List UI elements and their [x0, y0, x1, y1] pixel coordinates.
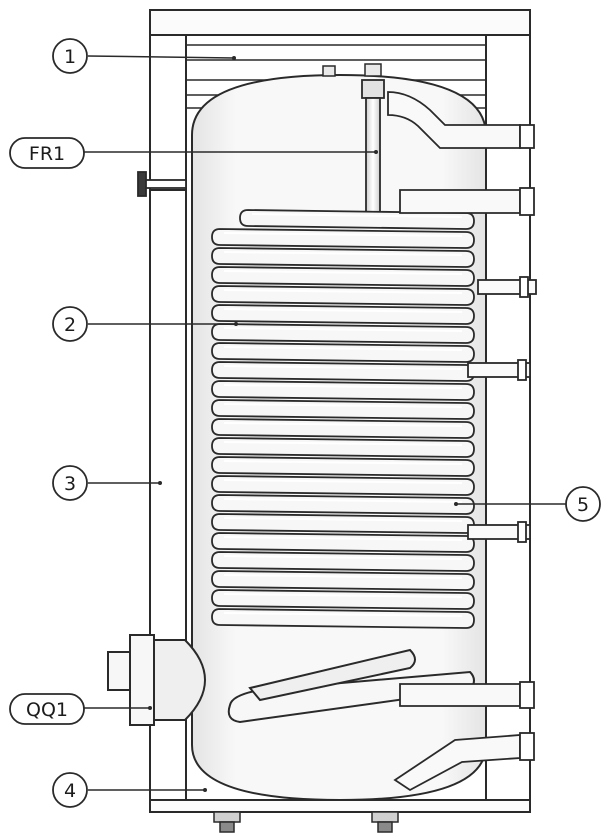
- callout-text-5: 5: [577, 494, 589, 516]
- coil-turn-highlight: [223, 251, 463, 256]
- inspection-flange-qq1: [107, 634, 207, 726]
- coil-turn-highlight: [223, 232, 463, 237]
- coil-turn: [211, 551, 475, 572]
- callout-text-qq1: QQ1: [26, 699, 68, 721]
- callout-item-1: 1: [52, 38, 88, 74]
- coil-turn-highlight: [251, 213, 463, 218]
- coil-turn: [211, 342, 475, 363]
- right-connections: [387, 91, 537, 792]
- coil-turn-highlight: [223, 555, 463, 560]
- coil-turn: [211, 456, 475, 477]
- dome-fittings: [322, 63, 382, 77]
- callout-text-2: 2: [64, 314, 76, 336]
- coil-turn-highlight: [223, 270, 463, 275]
- coil-turn: [211, 361, 475, 382]
- coil-turn: [211, 475, 475, 496]
- callout-text-1: 1: [64, 46, 76, 68]
- callout-text-4: 4: [64, 780, 76, 802]
- sensor-pocket-fr1: [361, 79, 385, 219]
- coil-turn: [211, 494, 475, 515]
- coil-turn: [211, 437, 475, 458]
- thermometer-knob: [137, 171, 187, 197]
- coil-turn-highlight: [223, 593, 463, 598]
- coil-turn-highlight: [223, 346, 463, 351]
- coil-turn-highlight: [223, 403, 463, 408]
- heat-exchanger-coil: [211, 209, 475, 629]
- callout-item-2: 2: [52, 306, 88, 342]
- coil-turn-highlight: [223, 441, 463, 446]
- callout-item-3: 3: [52, 465, 88, 501]
- coil-turn-highlight: [223, 460, 463, 465]
- coil-turn-highlight: [223, 308, 463, 313]
- coil-turn-highlight: [223, 327, 463, 332]
- callout-qq1: QQ1: [9, 693, 85, 725]
- coil-turn-highlight: [223, 574, 463, 579]
- coil-turn-highlight: [223, 479, 463, 484]
- coil-turn: [211, 589, 475, 610]
- coil-turn: [211, 228, 475, 249]
- coil-turn-highlight: [223, 517, 463, 522]
- callout-dots: [148, 56, 458, 792]
- coil-turn: [211, 608, 475, 629]
- coil-turn-highlight: [223, 365, 463, 370]
- coil-turn-highlight: [223, 289, 463, 294]
- callout-leaders: [84, 55, 566, 791]
- callout-item-4: 4: [52, 772, 88, 808]
- coil-turn: [211, 266, 475, 287]
- adjustable-feet: [213, 811, 399, 833]
- coil-turn: [211, 285, 475, 306]
- callout-fr1: FR1: [9, 137, 85, 169]
- coil-turn: [211, 323, 475, 344]
- coil-turn: [211, 418, 475, 439]
- coil-turn: [211, 513, 475, 534]
- coil-turn: [211, 380, 475, 401]
- coil-turn-highlight: [223, 498, 463, 503]
- coil-turn: [211, 304, 475, 325]
- callout-text-3: 3: [64, 473, 76, 495]
- coil-turn-highlight: [223, 536, 463, 541]
- coil-turn: [211, 399, 475, 420]
- coil-turn-highlight: [223, 612, 463, 617]
- front-panel-left: [149, 189, 187, 641]
- coil-turn: [211, 570, 475, 591]
- callout-item-5: 5: [565, 486, 601, 522]
- coil-turn-highlight: [223, 422, 463, 427]
- coil-turn-highlight: [223, 384, 463, 389]
- coil-turn: [211, 532, 475, 553]
- coil-turn: [211, 247, 475, 268]
- callout-text-fr1: FR1: [29, 143, 65, 165]
